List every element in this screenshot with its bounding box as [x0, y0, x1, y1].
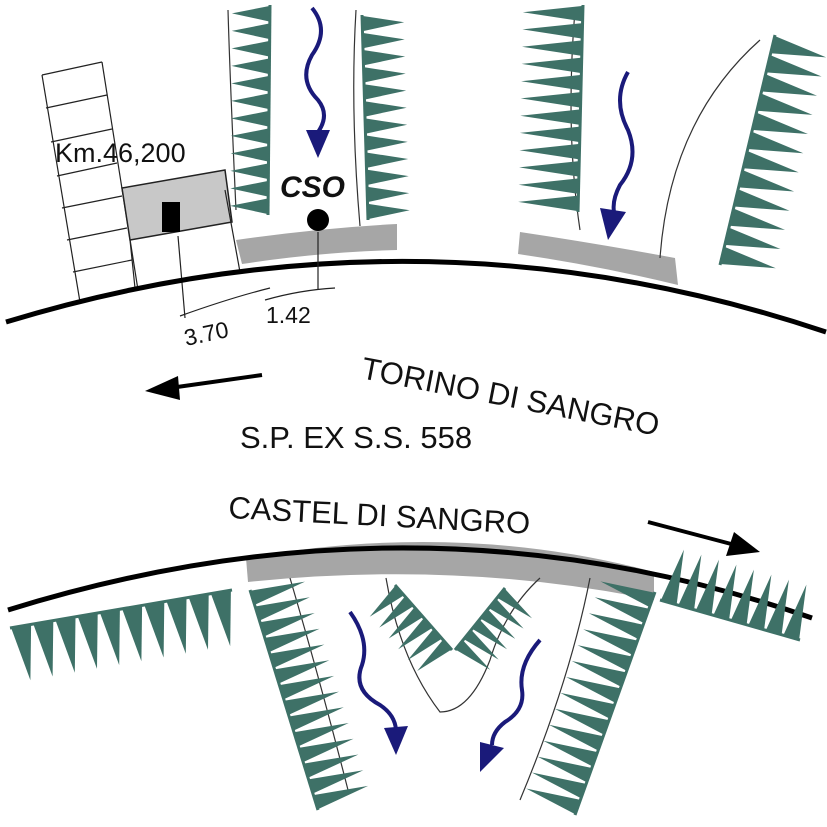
hatch-row-1: [230, 4, 272, 216]
vegetation-hatches: [9, 4, 827, 816]
hatch-row-8: [659, 549, 807, 642]
flow-arrow-3: [348, 610, 408, 755]
lower-road-edge: [7, 545, 813, 621]
distance-label-a: 3.70: [182, 316, 231, 351]
hatch-row-7: [526, 581, 657, 816]
hatch-row-5: [9, 588, 233, 681]
building: [121, 169, 241, 319]
flow-arrow-1: [304, 6, 330, 158]
direction-label-south: CASTEL DI SANGRO: [228, 490, 531, 541]
upper-shoulder-left: [236, 224, 397, 264]
ladder-structure: [41, 61, 139, 303]
km-label: Km.46,200: [55, 138, 186, 168]
upper-road-edge: [5, 258, 827, 335]
measurement-arcs: [179, 232, 336, 317]
hatch-row-2: [360, 14, 410, 221]
hatch-row-3: [518, 4, 585, 213]
distance-label-b: 1.42: [266, 302, 311, 328]
upper-shoulder-right: [518, 232, 678, 285]
direction-arrow-left: [145, 373, 263, 400]
hatch-row-6: [248, 581, 369, 811]
flow-arrow-4: [480, 638, 542, 772]
flow-arrow-2: [600, 71, 635, 240]
direction-arrow-right: [647, 520, 760, 556]
road-name-label: S.P. EX S.S. 558: [240, 420, 472, 455]
flow-arrows: [304, 6, 635, 772]
hatch-row-4: [718, 34, 827, 269]
cso-point: [307, 209, 329, 231]
building-door: [162, 202, 180, 232]
hatch-row-9: [369, 584, 454, 671]
cso-label: CSO: [280, 171, 345, 204]
hatch-row-10: [453, 587, 532, 670]
